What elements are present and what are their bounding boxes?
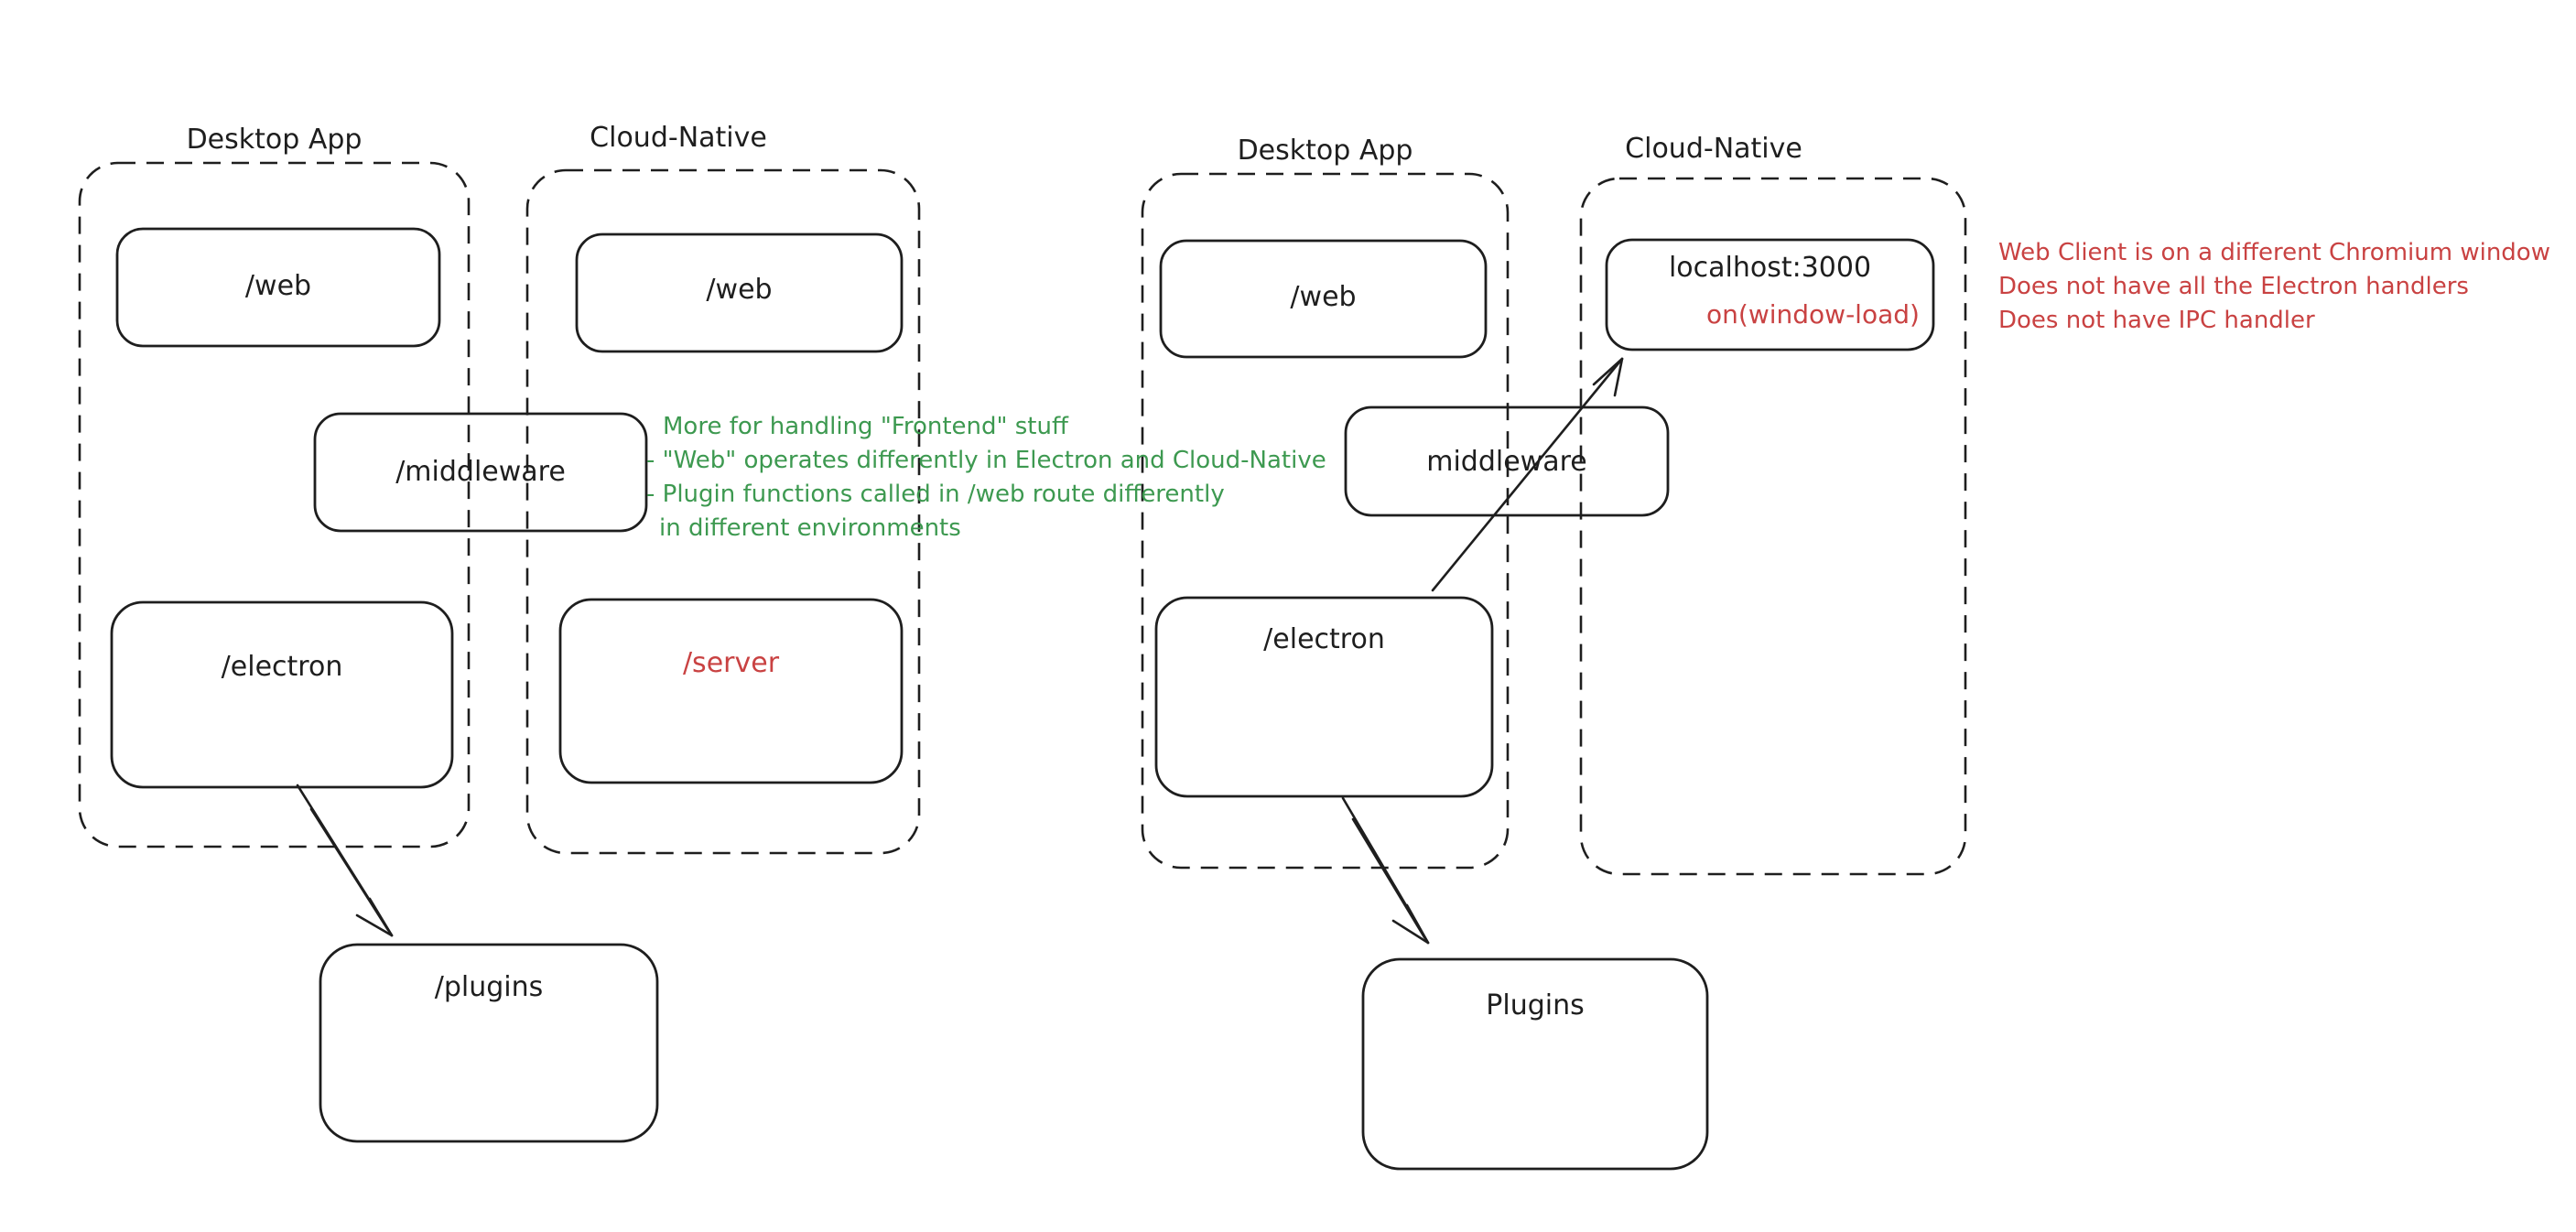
left-web-desktop-box[interactable] (115, 227, 441, 348)
left-desktop-app-container[interactable] (78, 161, 471, 848)
left-server-box-label: /server (682, 647, 780, 679)
right-middleware-box[interactable] (1344, 405, 1670, 517)
right-web-box[interactable] (1159, 239, 1488, 359)
green-annotation-line-2: - "Web" operates differently in Electron… (646, 447, 1326, 474)
left-electron-box-label: /electron (221, 651, 343, 683)
right-desktop-app-label: Desktop App (1237, 135, 1413, 167)
left-middleware-box-label: /middleware (395, 456, 566, 488)
left-green-annotation: More for handling "Frontend" stuff - "We… (646, 410, 1326, 546)
left-plugins-box[interactable] (319, 943, 659, 1143)
left-electron-to-plugins-arrow[interactable] (296, 784, 394, 937)
red-annotation-line-1: Web Client is on a different Chromium wi… (1998, 239, 2550, 266)
left-plugins-box-label: /plugins (434, 971, 544, 1003)
left-web-cloud-box-label: /web (706, 274, 773, 306)
right-electron-box[interactable] (1154, 596, 1494, 798)
right-plugins-box-label: Plugins (1486, 989, 1585, 1021)
red-annotation-line-3: Does not have IPC handler (1998, 307, 2315, 334)
left-server-box[interactable] (558, 598, 904, 784)
right-cloud-native-container[interactable] (1579, 177, 1967, 876)
left-web-cloud-box[interactable] (575, 232, 904, 353)
left-cloud-native-container[interactable] (525, 168, 921, 855)
right-localhost-event-label: on(window-load) (1706, 299, 1920, 330)
right-localhost-box-label: localhost:3000 (1668, 252, 1872, 284)
right-desktop-app-container[interactable] (1141, 172, 1510, 870)
green-annotation-line-4: in different environments (659, 514, 961, 542)
left-middleware-box[interactable] (313, 412, 648, 533)
left-electron-box[interactable] (110, 600, 454, 789)
green-annotation-line-3: - Plugin functions called in /web route … (646, 481, 1225, 508)
right-plugins-box[interactable] (1361, 957, 1709, 1171)
right-localhost-box[interactable] (1605, 238, 1935, 351)
left-cloud-native-label: Cloud-Native (590, 122, 767, 154)
green-annotation-line-1: More for handling "Frontend" stuff (663, 413, 1068, 440)
right-cloud-native-label: Cloud-Native (1625, 133, 1802, 165)
right-electron-box-label: /electron (1263, 623, 1385, 655)
right-web-box-label: /web (1290, 281, 1357, 313)
red-annotation-line-2: Does not have all the Electron handlers (1998, 273, 2469, 300)
right-middleware-box-label: middleware (1426, 446, 1587, 478)
left-web-desktop-box-label: /web (244, 270, 312, 302)
right-electron-to-plugins-arrow[interactable] (1341, 796, 1430, 945)
right-red-annotation: Web Client is on a different Chromium wi… (1998, 236, 2550, 338)
right-electron-to-localhost-arrow[interactable] (1431, 357, 1624, 592)
left-desktop-app-label: Desktop App (186, 124, 363, 156)
